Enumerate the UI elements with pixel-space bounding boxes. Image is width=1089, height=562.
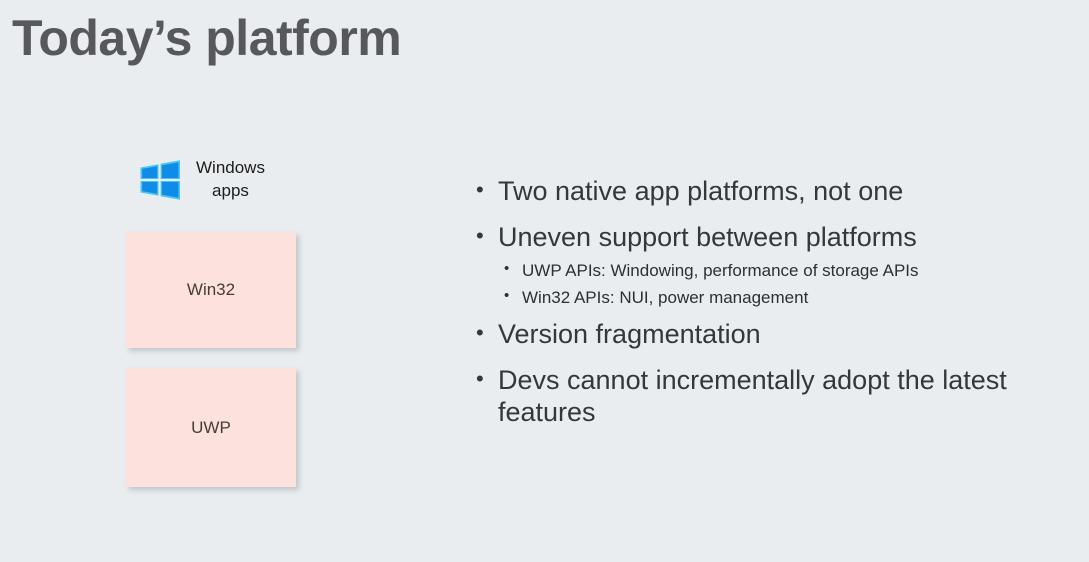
page-title: Today’s platform	[12, 10, 402, 66]
bullet-text: Two native app platforms, not one	[498, 176, 904, 206]
bullet-item: Devs cannot incrementally adopt the late…	[470, 364, 1050, 429]
bullet-list-container: Two native app platforms, not one Uneven…	[470, 175, 1050, 442]
bullet-item: Two native app platforms, not one	[470, 175, 1050, 208]
bullet-text: Devs cannot incrementally adopt the late…	[498, 364, 1007, 427]
sub-bullet-item: Win32 APIs: NUI, power management	[498, 286, 1050, 309]
bullet-list: Two native app platforms, not one Uneven…	[470, 175, 1050, 429]
bullet-text: Uneven support between platforms	[498, 221, 917, 252]
platform-card-uwp-label: UWP	[191, 418, 231, 437]
platform-card-win32-label: Win32	[186, 280, 236, 299]
sub-bullet-item: UWP APIs: Windowing, performance of stor…	[498, 259, 1050, 282]
windows-logo-icon	[136, 156, 184, 204]
bullet-text: Version fragmentation	[498, 318, 761, 349]
bullet-item: Version fragmentation	[470, 318, 1050, 351]
platform-card-uwp[interactable]: UWP	[126, 368, 296, 487]
sub-bullet-list: UWP APIs: Windowing, performance of stor…	[498, 259, 1050, 309]
bullet-item: Uneven support between platforms UWP API…	[470, 221, 1050, 309]
platform-card-win32[interactable]: Win32	[126, 232, 296, 348]
windows-apps-label: Windows apps	[196, 158, 265, 200]
windows-apps-brand: Windows apps	[136, 156, 265, 204]
